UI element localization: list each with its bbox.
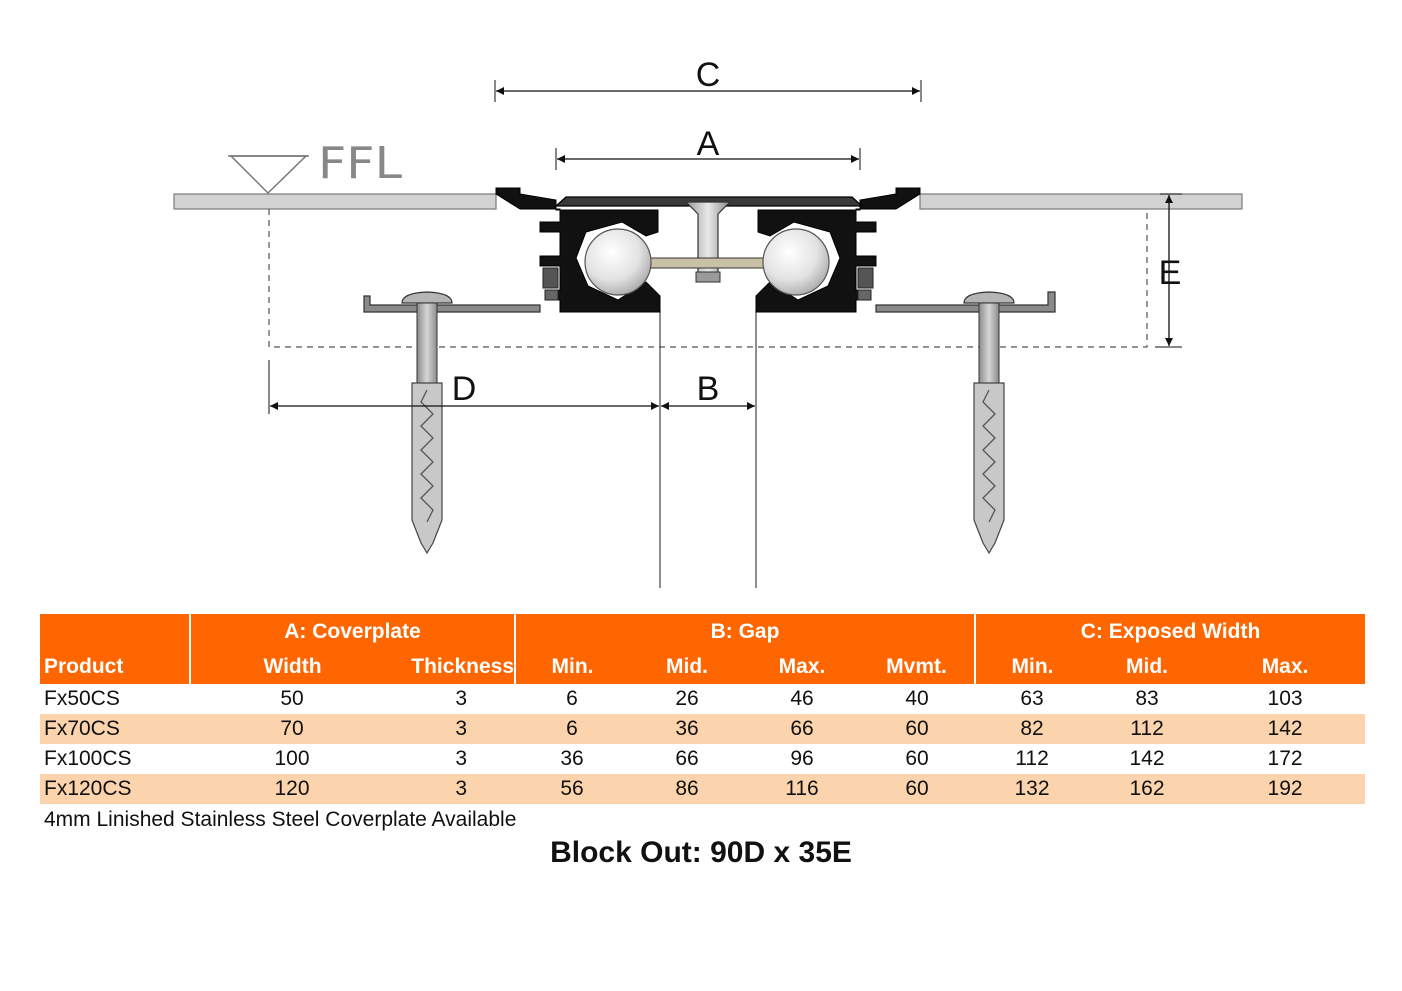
- dimension-c-label: C: [696, 56, 721, 94]
- group-header-row: A: Coverplate B: Gap C: Exposed Width: [40, 614, 1366, 649]
- dimension-b-label: B: [697, 370, 720, 408]
- table-cell: 60: [859, 774, 976, 804]
- spec-table: A: Coverplate B: Gap C: Exposed Width Pr…: [40, 614, 1366, 804]
- table-cell: 132: [975, 774, 1090, 804]
- coverplate-note: 4mm Linished Stainless Steel Coverplate …: [44, 808, 517, 831]
- table-cell: 3: [455, 747, 467, 770]
- side-profile-right: [755, 187, 921, 313]
- table-cell: 120: [190, 774, 394, 804]
- floor-slab-left: [173, 193, 497, 210]
- product-cell: Fx50CS: [44, 687, 120, 710]
- table-cell: 66: [745, 714, 859, 744]
- column-header-width: Width: [190, 649, 394, 684]
- dimension-e-label: E: [1159, 254, 1182, 292]
- table-cell: 66: [675, 747, 699, 770]
- product-cell: Fx100CS: [44, 747, 132, 770]
- column-header-gap-max: Max.: [745, 649, 859, 684]
- table-cell: 46: [790, 687, 814, 710]
- table-cell: 116: [745, 774, 859, 804]
- table-cell: 3: [394, 774, 515, 804]
- table-cell: 50: [280, 687, 304, 710]
- group-header-blank: [40, 614, 191, 649]
- product-cell: Fx120CS: [40, 774, 190, 804]
- table-row: Fx70CS 70 3 6 36 66 60 82 112 142: [40, 714, 1366, 744]
- table-row: Fx120CS 120 3 56 86 116 60 132 162 192: [40, 774, 1366, 804]
- column-header-width-min: Min.: [975, 649, 1090, 684]
- floor-slab-right: [919, 193, 1243, 210]
- table-cell: 83: [1135, 687, 1159, 710]
- block-out-heading: Block Out: 90D x 35E: [550, 836, 852, 869]
- column-header-gap-mvmt: Mvmt.: [859, 649, 977, 684]
- table-row: Fx100CS 100 3 36 66 96 60 112 142 172: [40, 744, 1365, 774]
- anchor-screw-right: [963, 291, 1015, 555]
- table-cell: 162: [1089, 774, 1206, 804]
- group-header-coverplate: A: Coverplate: [190, 614, 516, 649]
- table-cell: 82: [975, 714, 1090, 744]
- table-cell: 142: [1129, 747, 1165, 770]
- column-header-product: Product: [40, 649, 191, 684]
- group-header-gap: B: Gap: [515, 614, 977, 649]
- blockout-outline: [268, 209, 1148, 348]
- table-cell: 103: [1267, 687, 1303, 710]
- column-header-width-mid: Mid.: [1089, 649, 1206, 684]
- table-cell: 56: [515, 774, 629, 804]
- table-cell: 112: [1089, 714, 1206, 744]
- side-profile-left: [495, 187, 661, 313]
- column-header-width-max: Max.: [1205, 649, 1366, 684]
- column-header-gap-mid: Mid.: [629, 649, 745, 684]
- table-cell: 60: [905, 747, 929, 770]
- product-cell: Fx70CS: [40, 714, 190, 744]
- table-cell: 26: [675, 687, 699, 710]
- table-cell: 142: [1205, 714, 1366, 744]
- table-row: Fx50CS 50 3 6 26 46 40 63 83 103: [40, 684, 1365, 714]
- table-cell: 36: [560, 747, 584, 770]
- mounting-angle-left: [363, 295, 541, 313]
- bearing-ball-left: [584, 228, 652, 296]
- expansion-joint-drawing: FFL C A: [173, 56, 1243, 588]
- bearing-ball-right: [762, 228, 830, 296]
- table-cell: 60: [859, 714, 976, 744]
- table-cell: 86: [629, 774, 745, 804]
- table-cell: 6: [566, 687, 578, 710]
- column-header-gap-min: Min.: [515, 649, 629, 684]
- column-header-thickness: Thickness: [394, 649, 516, 684]
- table-cell: 36: [629, 714, 745, 744]
- ffl-label: FFL: [318, 138, 403, 189]
- table-cell: 40: [905, 687, 929, 710]
- table-cell: 192: [1205, 774, 1366, 804]
- mounting-angle-right: [875, 291, 1056, 313]
- table-cell: 63: [1020, 687, 1044, 710]
- table-cell: 172: [1267, 747, 1303, 770]
- table-cell: 96: [790, 747, 814, 770]
- table-cell: 100: [274, 747, 310, 770]
- ffl-triangle-icon: [229, 155, 308, 195]
- table-cell: 6: [515, 714, 629, 744]
- dimension-d-label: D: [452, 370, 477, 408]
- table-cell: 70: [190, 714, 394, 744]
- group-header-exposed-width: C: Exposed Width: [975, 614, 1366, 649]
- table-cell: 112: [1015, 747, 1049, 770]
- table-cell: 3: [394, 714, 515, 744]
- column-header-row: Product Width Thickness Min. Mid. Max. M…: [40, 649, 1366, 684]
- dimension-a-label: A: [697, 125, 720, 163]
- anchor-screw-left: [401, 291, 453, 555]
- table-cell: 3: [455, 687, 467, 710]
